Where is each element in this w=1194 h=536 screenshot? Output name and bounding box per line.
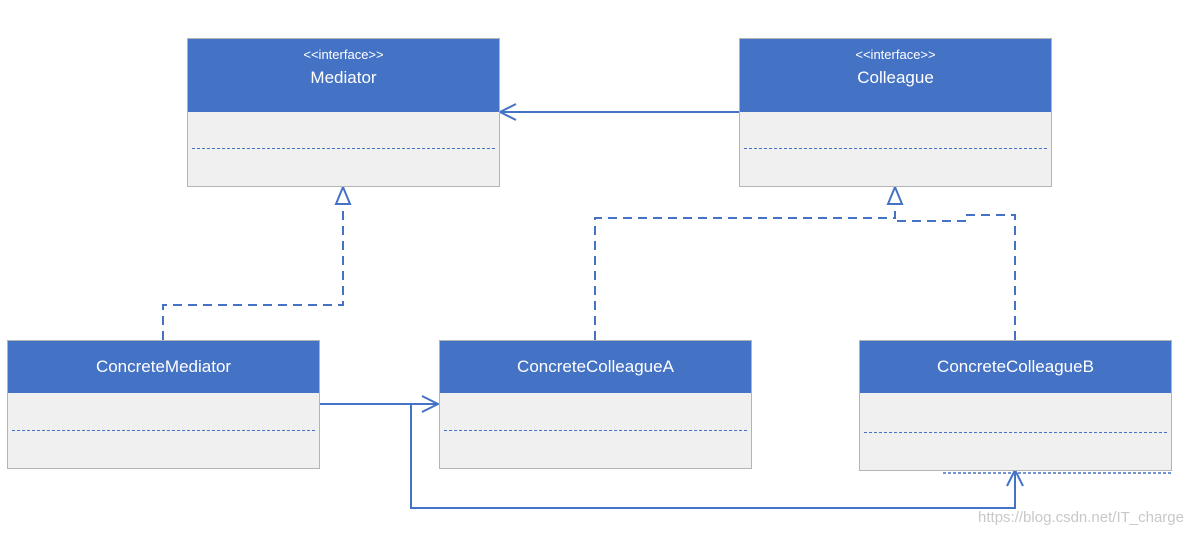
class-name: Colleague (857, 68, 934, 87)
association-arrowhead (497, 103, 517, 121)
compartment-separator (192, 148, 495, 149)
class-header: ConcreteColleagueA (440, 341, 751, 393)
realization-arrowhead-mediator (334, 184, 352, 205)
compartment-separator (12, 430, 315, 431)
compartment-separator (744, 148, 1047, 149)
class-name: ConcreteColleagueA (517, 357, 674, 376)
class-mediator: <<interface>> Mediator (187, 38, 500, 187)
association-arrowhead-a (421, 395, 441, 413)
realization-concrete-colleague-b (895, 214, 1016, 340)
association-mediator-colleague-b (410, 404, 1016, 509)
class-header: ConcreteMediator (8, 341, 319, 393)
compartment-separator (444, 430, 747, 431)
stereotype-label: <<interface>> (855, 47, 936, 62)
compartment-separator (864, 432, 1167, 433)
class-name: ConcreteColleagueB (937, 357, 1094, 376)
class-header: <<interface>> Colleague (740, 39, 1051, 112)
class-colleague: <<interface>> Colleague (739, 38, 1052, 187)
realization-concrete-mediator (162, 204, 344, 340)
class-concrete-colleague-b: ConcreteColleagueB (859, 340, 1172, 471)
stereotype-label: <<interface>> (303, 47, 384, 62)
class-concrete-colleague-a: ConcreteColleagueA (439, 340, 752, 469)
watermark-text: https://blog.csdn.net/IT_charge (978, 509, 1184, 526)
realization-concrete-colleague-a (594, 204, 896, 340)
class-header: ConcreteColleagueB (860, 341, 1171, 393)
class-name: ConcreteMediator (95, 357, 232, 376)
class-concrete-mediator: ConcreteMediator (7, 340, 320, 469)
class-name: Mediator (310, 68, 377, 87)
class-header: <<interface>> Mediator (188, 39, 499, 112)
realization-arrowhead-colleague (886, 184, 904, 205)
